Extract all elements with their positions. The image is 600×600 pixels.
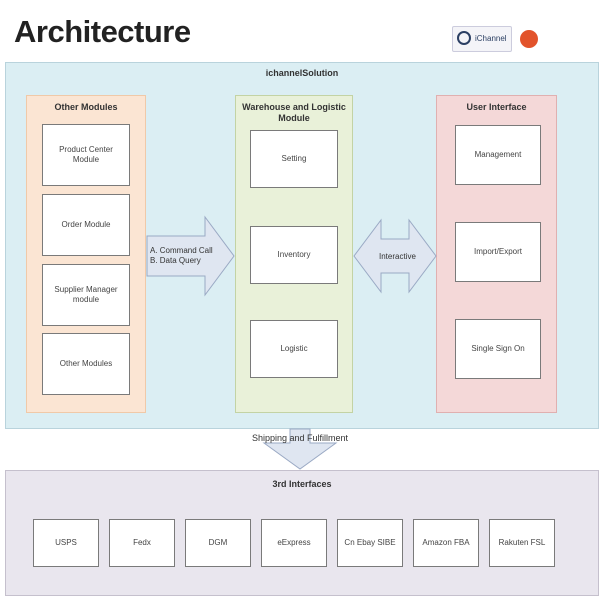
shipping-arrow-shape <box>262 428 338 470</box>
module-box-single-sign-on: Single Sign On <box>455 319 541 379</box>
company-logo-icon <box>520 30 538 48</box>
module-box-inventory: Inventory <box>250 226 338 284</box>
command-arrow-label-1: A. Command Call <box>150 246 213 255</box>
third-interfaces-label: 3rd Interfaces <box>272 479 332 489</box>
interface-box-rakuten-fsl: Rakuten FSL <box>489 519 555 567</box>
company-logo <box>518 28 590 50</box>
interactive-arrow-shape <box>353 218 437 294</box>
command-arrow-label-2: B. Data Query <box>150 256 201 265</box>
interface-box-dgm: DGM <box>185 519 251 567</box>
module-box-supplier-manager: Supplier Manager module <box>42 264 130 326</box>
user-interface-title: User Interface <box>466 102 527 112</box>
interface-box-ebay-sibe: Cn Ebay SIBE <box>337 519 403 567</box>
solution-label: ichannelSolution <box>265 68 339 78</box>
module-box-product-center: Product Center Module <box>42 124 130 186</box>
module-box-other: Other Modules <box>42 333 130 395</box>
shipping-label: Shipping and Fulfillment <box>251 433 349 443</box>
logo-ring-icon <box>457 31 471 45</box>
interface-box-amazon-fba: Amazon FBA <box>413 519 479 567</box>
interface-box-usps: USPS <box>33 519 99 567</box>
interface-box-fedx: Fedx <box>109 519 175 567</box>
interactive-arrow-label: Interactive <box>379 252 416 261</box>
module-box-import-export: Import/Export <box>455 222 541 282</box>
page-title: Architecture <box>14 14 191 49</box>
warehouse-title: Warehouse and Logistic Module <box>242 102 346 123</box>
partner-logo-text: iChannel <box>475 34 507 43</box>
module-box-order: Order Module <box>42 194 130 256</box>
module-box-setting: Setting <box>250 130 338 188</box>
module-box-management: Management <box>455 125 541 185</box>
other-modules-title: Other Modules <box>54 102 118 112</box>
interface-box-eexpress: eExpress <box>261 519 327 567</box>
partner-logo: iChannel <box>452 26 512 52</box>
module-box-logistic: Logistic <box>250 320 338 378</box>
command-arrow-shape <box>146 215 235 297</box>
